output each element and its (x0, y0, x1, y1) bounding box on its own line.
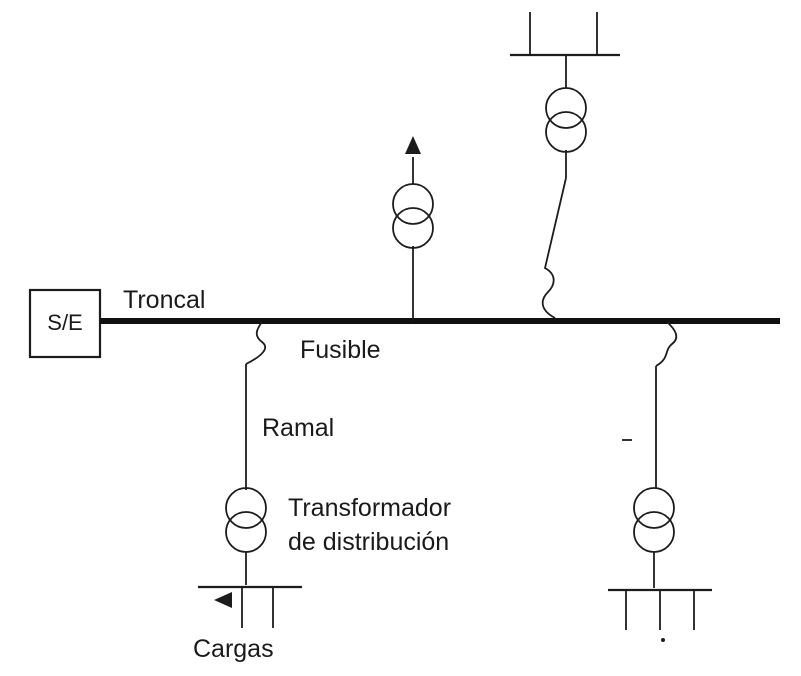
left-transformer-winding-top (225, 487, 267, 529)
arrow-up-icon (405, 136, 421, 154)
transformer-label-line1: Transformador (288, 494, 451, 522)
upper-right-transformer-winding-top (545, 87, 587, 129)
right-transformer-winding-top (633, 487, 675, 529)
left-fuse (245, 321, 267, 365)
center-transformer-winding-top (392, 183, 434, 225)
center-transformer-winding-bottom (392, 207, 434, 249)
loads-label: Cargas (193, 635, 274, 663)
trunk-label: Troncal (123, 286, 205, 314)
left-transformer-winding-bottom (225, 511, 267, 553)
scan-speck (661, 638, 665, 642)
fuse-label: Fusible (300, 336, 381, 364)
branch-label: Ramal (262, 414, 334, 442)
right-fuse (655, 321, 678, 367)
upper-right-transformer-winding-bottom (545, 111, 587, 153)
right-transformer-winding-bottom (633, 511, 675, 553)
substation-label: S/E (47, 310, 82, 335)
transformer-label-line2: de distribución (288, 528, 449, 556)
arrow-left-icon (214, 592, 232, 608)
upper-right-fuse (541, 177, 567, 319)
